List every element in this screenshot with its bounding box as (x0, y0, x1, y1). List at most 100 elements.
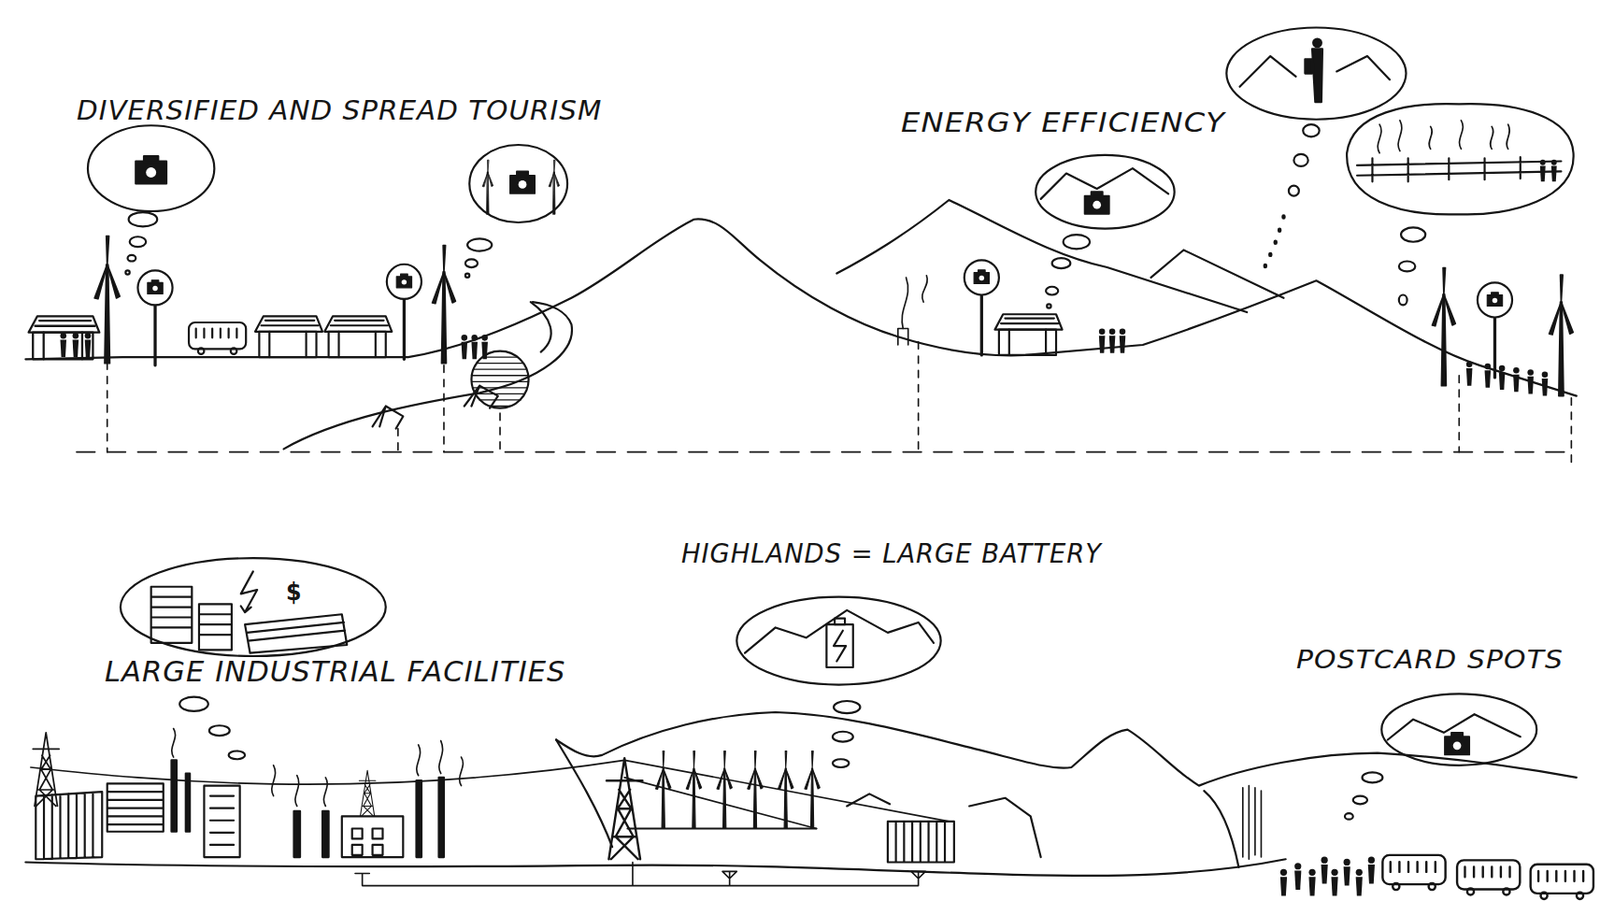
thought-bubbles-top (1312, 48, 1323, 102)
thought-bubbles-top (1304, 58, 1313, 73)
top-objects (1119, 328, 1127, 354)
thought-bubbles-top (1346, 103, 1574, 215)
thought-bubbles-bottom (120, 557, 1537, 819)
thought-bubbles-bottom (179, 697, 209, 712)
thought-bubbles-top (1226, 27, 1406, 119)
top-objects (432, 245, 457, 364)
top-objects (1527, 369, 1534, 394)
thought-bubbles-top (87, 125, 215, 212)
top-objects (386, 264, 422, 360)
thought-bubbles-bottom (1444, 732, 1470, 756)
thought-bubbles-top (128, 212, 158, 227)
slope-huts (372, 406, 404, 429)
top-objects (1466, 360, 1473, 386)
thought-bubbles-top (482, 159, 493, 215)
top-objects (1431, 268, 1456, 386)
top-objects (471, 334, 478, 359)
industrial-facilities (342, 815, 404, 858)
thought-bubbles-top (465, 258, 478, 268)
thought-bubbles-top (1551, 159, 1558, 183)
thought-bubbles-top (548, 159, 559, 215)
energy-park (606, 751, 955, 863)
industrial-facilities (203, 785, 240, 858)
thought-bubbles-bottom (833, 630, 846, 662)
top-objects (1099, 328, 1106, 354)
industrial-facilities (185, 773, 190, 832)
top-objects (72, 332, 80, 358)
thought-bubbles-top (1045, 286, 1058, 296)
top-terrain (107, 342, 1572, 465)
top-objects (461, 334, 469, 359)
postcard-spot (1530, 864, 1594, 900)
thought-bubbles-top (1046, 303, 1051, 308)
bottom-terrain (556, 740, 613, 848)
top-terrain (284, 301, 572, 449)
top-objects (324, 315, 392, 358)
bottom-terrain (25, 712, 1576, 886)
energy-park (887, 821, 955, 863)
thought-bubbles-top (1041, 168, 1169, 200)
currency-sign: $ (285, 579, 302, 604)
energy-park (627, 827, 816, 829)
top-objects (1549, 274, 1574, 396)
section-label: DIVERSIFIED AND SPREAD TOURISM (76, 98, 602, 125)
top-terrain (530, 301, 552, 352)
industrial-facilities (439, 777, 444, 858)
slope-huts (464, 385, 499, 409)
thought-bubbles-bottom (209, 725, 230, 736)
top-terrain (898, 328, 909, 345)
thought-bubbles-bottom (834, 618, 845, 626)
top-objects (995, 314, 1063, 356)
thought-bubbles-top (1357, 157, 1561, 182)
energy-park (747, 751, 763, 829)
thought-bubbles-top (1063, 234, 1090, 249)
slope-huts (372, 385, 499, 429)
thought-bubbles-bottom (199, 603, 232, 650)
top-objects (964, 259, 1000, 356)
bottom-terrain (355, 862, 926, 886)
postcard-spot (1368, 857, 1375, 885)
bottom-terrain (1203, 790, 1239, 868)
top-objects (1485, 363, 1492, 388)
thought-bubbles-bottom (832, 731, 854, 743)
top-terrain (76, 451, 1577, 454)
thought-bubbles-bottom (1362, 771, 1384, 783)
thought-bubbles-top (129, 236, 146, 247)
thought-bubbles-top (510, 171, 535, 194)
thought-bubbles-top (1399, 260, 1415, 272)
thought-bubbles-top (1302, 124, 1319, 137)
thought-bubbles-bottom (1344, 813, 1354, 820)
top-terrain (25, 218, 1576, 396)
thought-bubbles-top (467, 238, 492, 251)
section-label: POSTCARD SPOTS (1296, 647, 1564, 672)
top-objects (28, 236, 1574, 397)
energy-park (606, 757, 643, 859)
thought-bubbles-top (1265, 215, 1285, 266)
industrial-facilities (35, 791, 102, 859)
postcard-spot (1343, 858, 1351, 886)
thought-bubbles-top (1377, 120, 1510, 154)
thought-bubbles-top (465, 273, 470, 278)
top-objects (1499, 365, 1506, 390)
postcard-spot (1280, 869, 1287, 897)
industrial-facilities (322, 811, 329, 858)
top-terrain (25, 200, 1576, 465)
energy-park (685, 751, 701, 829)
section-label: LARGE INDUSTRIAL FACILITIES (104, 657, 567, 686)
thought-bubbles-top (1085, 191, 1110, 215)
top-objects (94, 236, 120, 364)
thought-bubbles-bottom (736, 597, 941, 686)
postcard-spot (1294, 862, 1301, 890)
thought-bubbles-top (1400, 227, 1426, 242)
thought-bubbles-top (87, 27, 1574, 308)
hatched-lake (471, 351, 529, 409)
top-objects (188, 322, 246, 355)
hatched-lake (471, 351, 529, 409)
top-objects (85, 332, 92, 358)
industrial-facilities (30, 728, 950, 859)
postcard-spot (1330, 869, 1338, 897)
industrial-facilities (294, 811, 301, 858)
